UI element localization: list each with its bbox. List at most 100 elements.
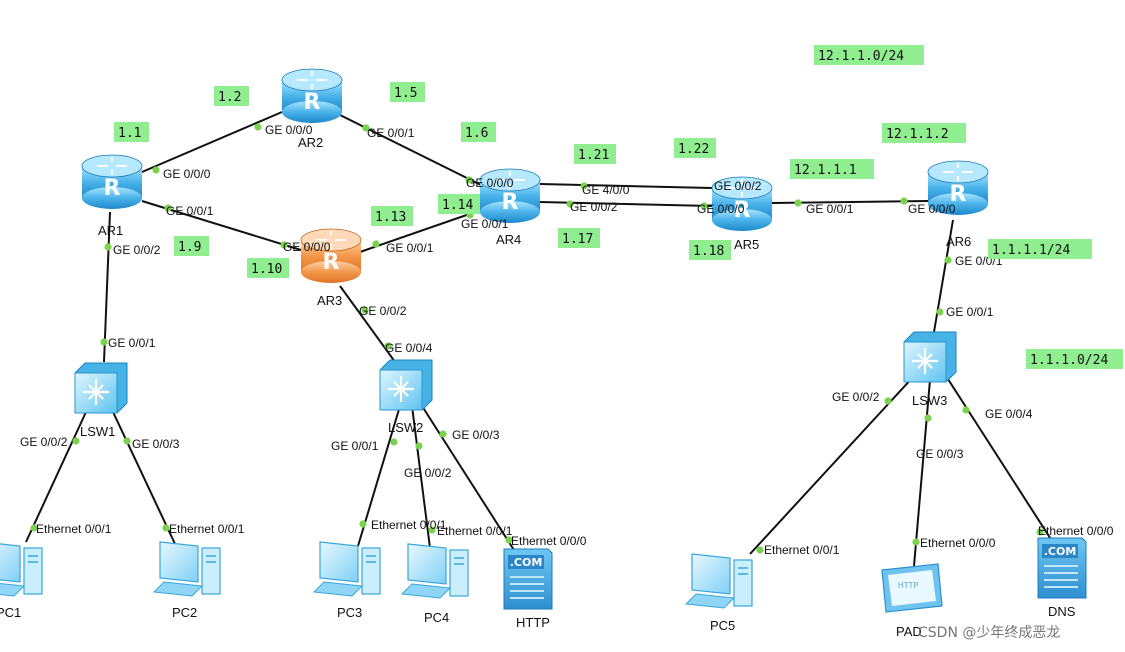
port-dot [700,202,708,210]
address-note: 12.1.1.1 [790,159,874,179]
address-note: 1.14 [438,194,480,214]
watermark-text: CSDN @少年终成恶龙 [918,625,1060,641]
svg-text:1.21: 1.21 [578,148,609,163]
device-label-pad: PAD [896,624,922,639]
device-label-pc5: PC5 [710,618,735,633]
device-label-lsw1: LSW1 [80,424,115,439]
ar5-router-icon[interactable]: R [711,176,773,231]
svg-text:1.5: 1.5 [394,86,417,101]
device-label-pc2: PC2 [172,605,197,620]
lsw1-switch-icon[interactable] [74,362,128,414]
port-dot [123,437,131,445]
ar6-router-icon[interactable]: R [927,160,989,215]
port-label-lsw2-ge-0-0-1: GE 0/0/1 [331,439,379,453]
link-ar3-lsw2 [339,285,399,367]
pc2-pc-icon[interactable] [152,541,221,597]
address-note: 12.1.1.0/24 [814,45,924,65]
port-dot [280,241,288,249]
port-dot [944,256,952,264]
address-note: 12.1.1.2 [882,123,966,143]
port-dot [30,524,38,532]
svg-text:1.9: 1.9 [178,240,201,255]
svg-text:R: R [323,250,340,275]
ar3-router-icon[interactable]: R [300,228,362,283]
link-ar1-ar2 [141,111,283,173]
http-server-icon[interactable]: .COM [503,548,553,610]
port-dot [152,166,160,174]
address-note: 1.1 [114,122,149,142]
pc4-pc-icon[interactable] [400,543,469,599]
dns-server-icon[interactable]: .COM [1037,537,1087,599]
port-dot [756,546,764,554]
port-label-lsw3-ge-0-0-3: GE 0/0/3 [916,447,964,461]
port-label-lsw1-ge-0-0-1: GE 0/0/1 [108,336,156,350]
port-dot [415,442,423,450]
port-label-ar3-ge-0-0-2: GE 0/0/2 [359,304,407,318]
svg-text:12.1.1.1: 12.1.1.1 [794,163,857,178]
port-label-ar5-ge-0-0-0: GE 0/0/0 [697,202,745,216]
link-lsw3-dns [945,375,1055,545]
port-label-lsw1-ge-0-0-2: GE 0/0/2 [20,435,68,449]
port-label-dns-ethernet-0-0-0: Ethernet 0/0/0 [1038,524,1114,538]
port-dot [439,430,447,438]
address-note: 1.22 [674,138,716,158]
port-dot [936,308,944,316]
device-label-pc3: PC3 [337,605,362,620]
port-label-pc3-ethernet-0-0-1: Ethernet 0/0/1 [371,518,447,532]
svg-text:12.1.1.2: 12.1.1.2 [886,127,949,142]
port-label-pc2-ethernet-0-0-1: Ethernet 0/0/1 [169,522,245,536]
lsw2-switch-icon[interactable] [379,359,433,411]
address-note: 1.18 [689,240,731,260]
port-label-ar5-ge-0-0-2: GE 0/0/2 [714,179,762,193]
port-dot [359,520,367,528]
ar1-router-icon[interactable]: R [81,154,143,209]
port-dot [924,414,932,422]
svg-text:R: R [304,90,321,115]
device-label-http: HTTP [516,615,550,630]
link-lsw1-pc2 [112,411,177,547]
link-lsw3-pad [913,379,931,567]
port-label-pc5-ethernet-0-0-1: Ethernet 0/0/1 [764,543,840,557]
port-dot [390,438,398,446]
pc5-pc-icon[interactable] [684,553,753,609]
pc3-pc-icon[interactable] [312,541,381,597]
svg-text:1.6: 1.6 [465,126,488,141]
svg-text:1.22: 1.22 [678,142,709,157]
port-dot [428,526,436,534]
port-dot [962,406,970,414]
ar2-router-icon[interactable]: R [281,68,343,123]
port-label-lsw2-ge-0-0-2: GE 0/0/2 [404,466,452,480]
port-label-pc4-ethernet-0-0-1: Ethernet 0/0/1 [437,524,513,538]
port-label-lsw3-ge-0-0-4: GE 0/0/4 [985,407,1033,421]
device-label-pc1: PC1 [0,605,21,620]
port-label-ar3-ge-0-0-1: GE 0/0/1 [386,241,434,255]
port-label-ar2-ge-0-0-0: GE 0/0/0 [265,123,313,137]
lsw3-switch-icon[interactable] [903,331,957,383]
address-note: 1.13 [371,206,413,226]
port-label-ar2-ge-0-0-1: GE 0/0/1 [367,126,415,140]
port-label-ar5-ge-0-0-1: GE 0/0/1 [806,202,854,216]
pad-pad-icon[interactable]: HTTP [881,563,943,613]
port-dot [162,524,170,532]
link-lsw2-http [421,405,515,551]
device-label-ar3: AR3 [317,293,342,308]
svg-text:12.1.1.0/24: 12.1.1.0/24 [818,49,904,64]
port-label-ar1-ge-0-0-2: GE 0/0/2 [113,243,161,257]
address-note: 1.10 [247,258,289,278]
port-dot [505,536,513,544]
pc1-pc-icon[interactable] [0,542,43,597]
port-dot [254,123,262,131]
port-label-ar4-ge-0-0-0: GE 0/0/0 [466,176,514,190]
port-label-ar6-ge-0-0-0: GE 0/0/0 [908,202,956,216]
port-dot [566,200,574,208]
port-label-lsw2-ge-0-0-3: GE 0/0/3 [452,428,500,442]
svg-text:R: R [502,190,519,215]
svg-text:1.1: 1.1 [118,126,141,141]
address-note: 1.21 [574,144,616,164]
address-note: 1.2 [214,86,249,106]
device-label-ar4: AR4 [496,232,521,247]
ar4-router-icon[interactable]: R [479,168,541,223]
port-dot [465,176,473,184]
device-label-ar5: AR5 [734,237,759,252]
